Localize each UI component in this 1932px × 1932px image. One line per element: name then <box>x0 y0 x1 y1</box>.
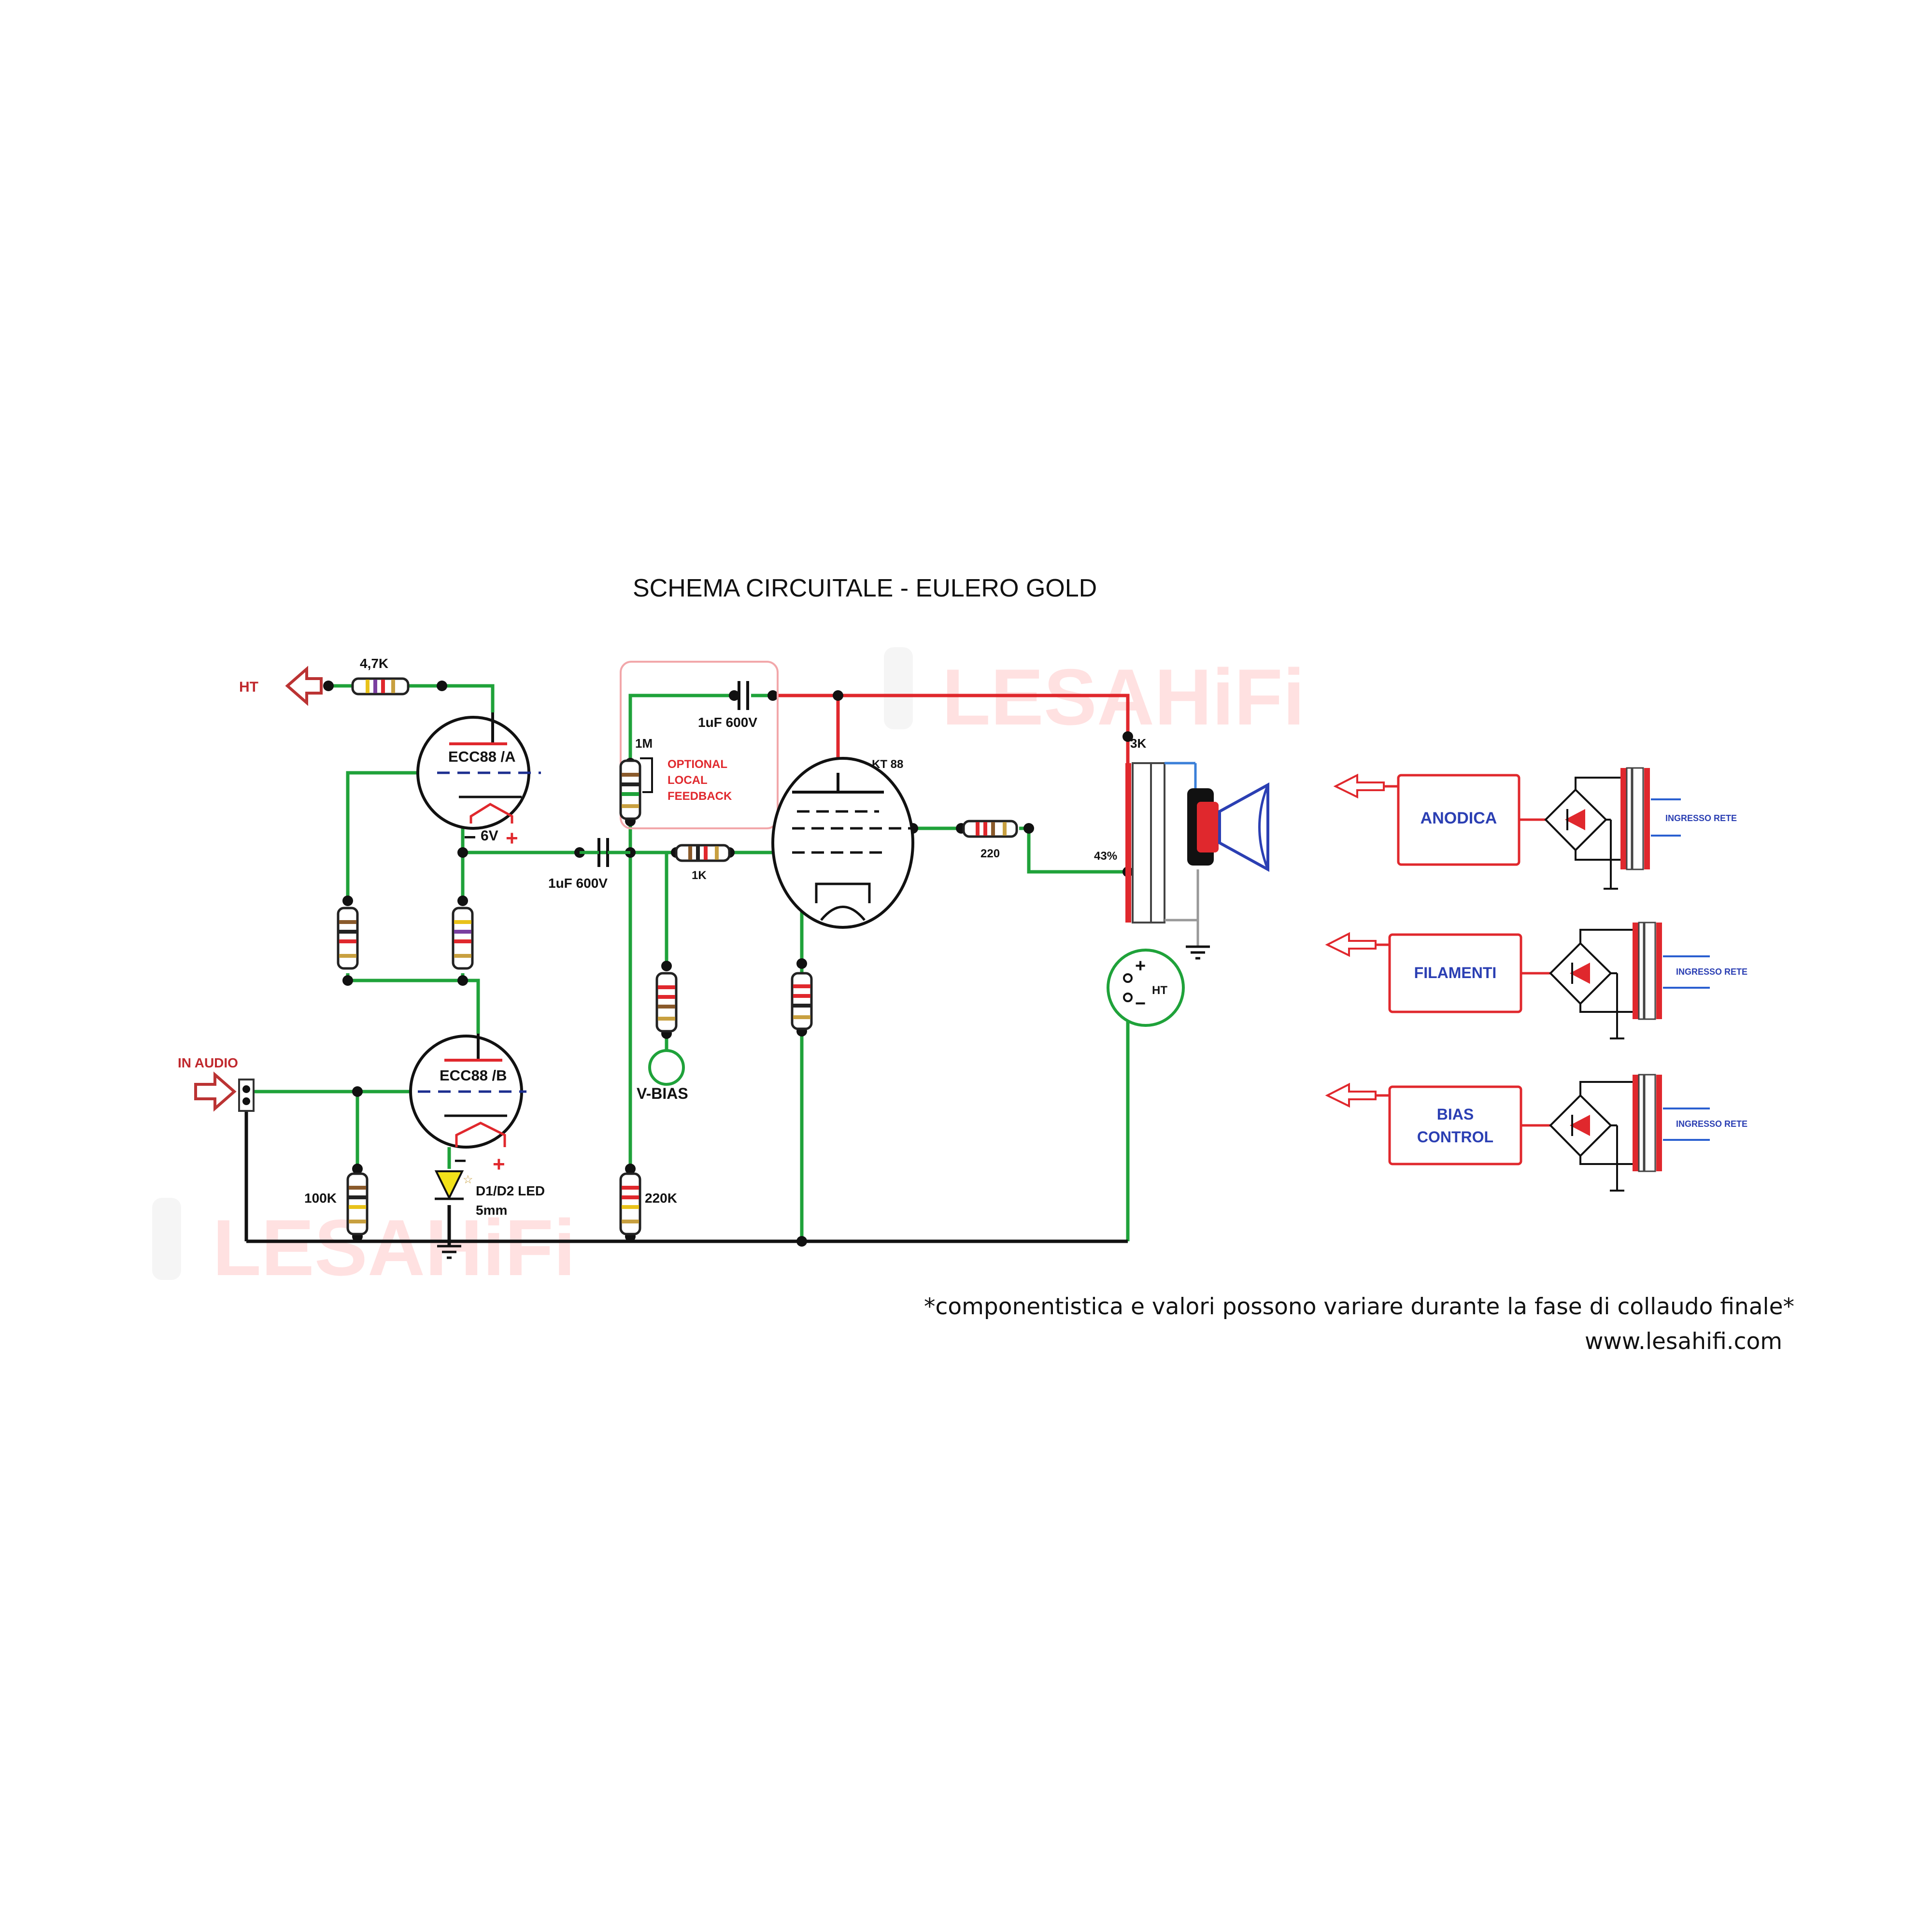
supply-1-input: INGRESSO RETE <box>1665 813 1737 823</box>
watermark-bottom: LESAHiFi <box>152 1198 576 1292</box>
supply-bias-control: BIAS CONTROL INGRESSO RETE <box>1325 1074 1747 1192</box>
resistor-220 <box>962 820 1018 838</box>
supply-3-label-2: CONTROL <box>1417 1128 1493 1146</box>
supply-3-input: INGRESSO RETE <box>1676 1119 1747 1129</box>
ht-arrow-left-icon <box>285 666 323 706</box>
page-title: SCHEMA CIRCUITALE - EULERO GOLD <box>633 574 1097 602</box>
minus-b: − <box>454 1149 467 1173</box>
input-arrow-icon <box>194 1071 237 1112</box>
tube-kt-label: KT 88 <box>872 758 903 771</box>
t-3k-label: 3K <box>1130 736 1146 751</box>
ht-connector <box>1107 949 1185 1027</box>
ht-minus: − <box>1135 994 1146 1014</box>
r-4-7k-label: 4,7K <box>360 656 388 671</box>
capacitor-mid <box>580 838 630 867</box>
svg-text:☆: ☆ <box>463 1173 473 1186</box>
svg-text:LESAHiFi: LESAHiFi <box>213 1203 576 1292</box>
led-diode-icon: ☆ <box>434 1170 473 1200</box>
cap-mid-label: 1uF 600V <box>548 876 608 891</box>
speaker-ground-icon <box>1186 945 1210 960</box>
resistor-100k <box>346 1172 369 1236</box>
supply-2-input: INGRESSO RETE <box>1676 967 1747 977</box>
tube-ecc88-a <box>416 712 541 830</box>
r-220-label: 220 <box>980 847 1000 860</box>
input-jack <box>238 1079 255 1112</box>
r-1m-label: 1M <box>635 736 653 751</box>
supply-3-label-1: BIAS <box>1437 1106 1474 1123</box>
resistor-left-b <box>452 907 474 970</box>
led-label-1: D1/D2 LED <box>476 1183 545 1198</box>
tube-a-label: ECC88 /A <box>448 748 516 765</box>
r-220k-label: 220K <box>645 1191 677 1206</box>
in-audio-label: IN AUDIO <box>178 1055 238 1070</box>
optional-label: OPTIONAL <box>668 758 727 771</box>
footer-note: *componentistica e valori possono variar… <box>924 1293 1794 1320</box>
supply-anodica: ANODICA INGRESSO RETE <box>1333 767 1737 890</box>
speaker-icon <box>1187 782 1269 872</box>
tube-b-label: ECC88 /B <box>440 1067 507 1084</box>
plus-b: + <box>493 1152 505 1176</box>
feedback-box <box>620 661 779 829</box>
supply-2-label: FILAMENTI <box>1414 964 1497 981</box>
resistor-4-7k <box>351 677 410 696</box>
resistor-220k <box>619 1172 641 1236</box>
ht-plus: + <box>1135 956 1146 976</box>
output-transformer <box>1125 762 1199 947</box>
local-label: LOCAL <box>668 774 708 787</box>
v6-label: 6V <box>481 828 498 844</box>
tube-ecc88-b <box>409 1034 526 1149</box>
ht-label-left: HT <box>239 679 258 695</box>
resistor-1m <box>619 757 653 820</box>
ground-icon <box>437 1245 461 1259</box>
supply-filamenti: FILAMENTI INGRESSO RETE <box>1325 922 1747 1039</box>
vbias-terminal <box>648 1049 685 1086</box>
resistor-cathode <box>791 972 813 1030</box>
resistor-vbias <box>655 972 678 1033</box>
t-43-label: 43% <box>1094 850 1117 863</box>
footer-url: www.lesahifi.com <box>1585 1328 1782 1355</box>
capacitor-top <box>738 681 749 710</box>
tube-kt88 <box>771 757 914 929</box>
vbias-label: V-BIAS <box>637 1085 688 1102</box>
cap-top-label: 1uF 600V <box>698 715 757 730</box>
resistor-1k <box>675 844 731 862</box>
supply-1-label: ANODICA <box>1421 809 1497 827</box>
feedback-label: FEEDBACK <box>668 790 732 803</box>
r-1k-label: 1K <box>692 869 707 882</box>
ht-label-right: HT <box>1152 984 1167 997</box>
led-label-2: 5mm <box>476 1203 507 1218</box>
resistor-left-a <box>337 907 359 970</box>
plus-a: + <box>506 826 518 850</box>
footer: *componentistica e valori possono variar… <box>924 1290 1794 1359</box>
r-100k-label: 100K <box>304 1191 337 1206</box>
minus-a: − <box>464 825 476 849</box>
